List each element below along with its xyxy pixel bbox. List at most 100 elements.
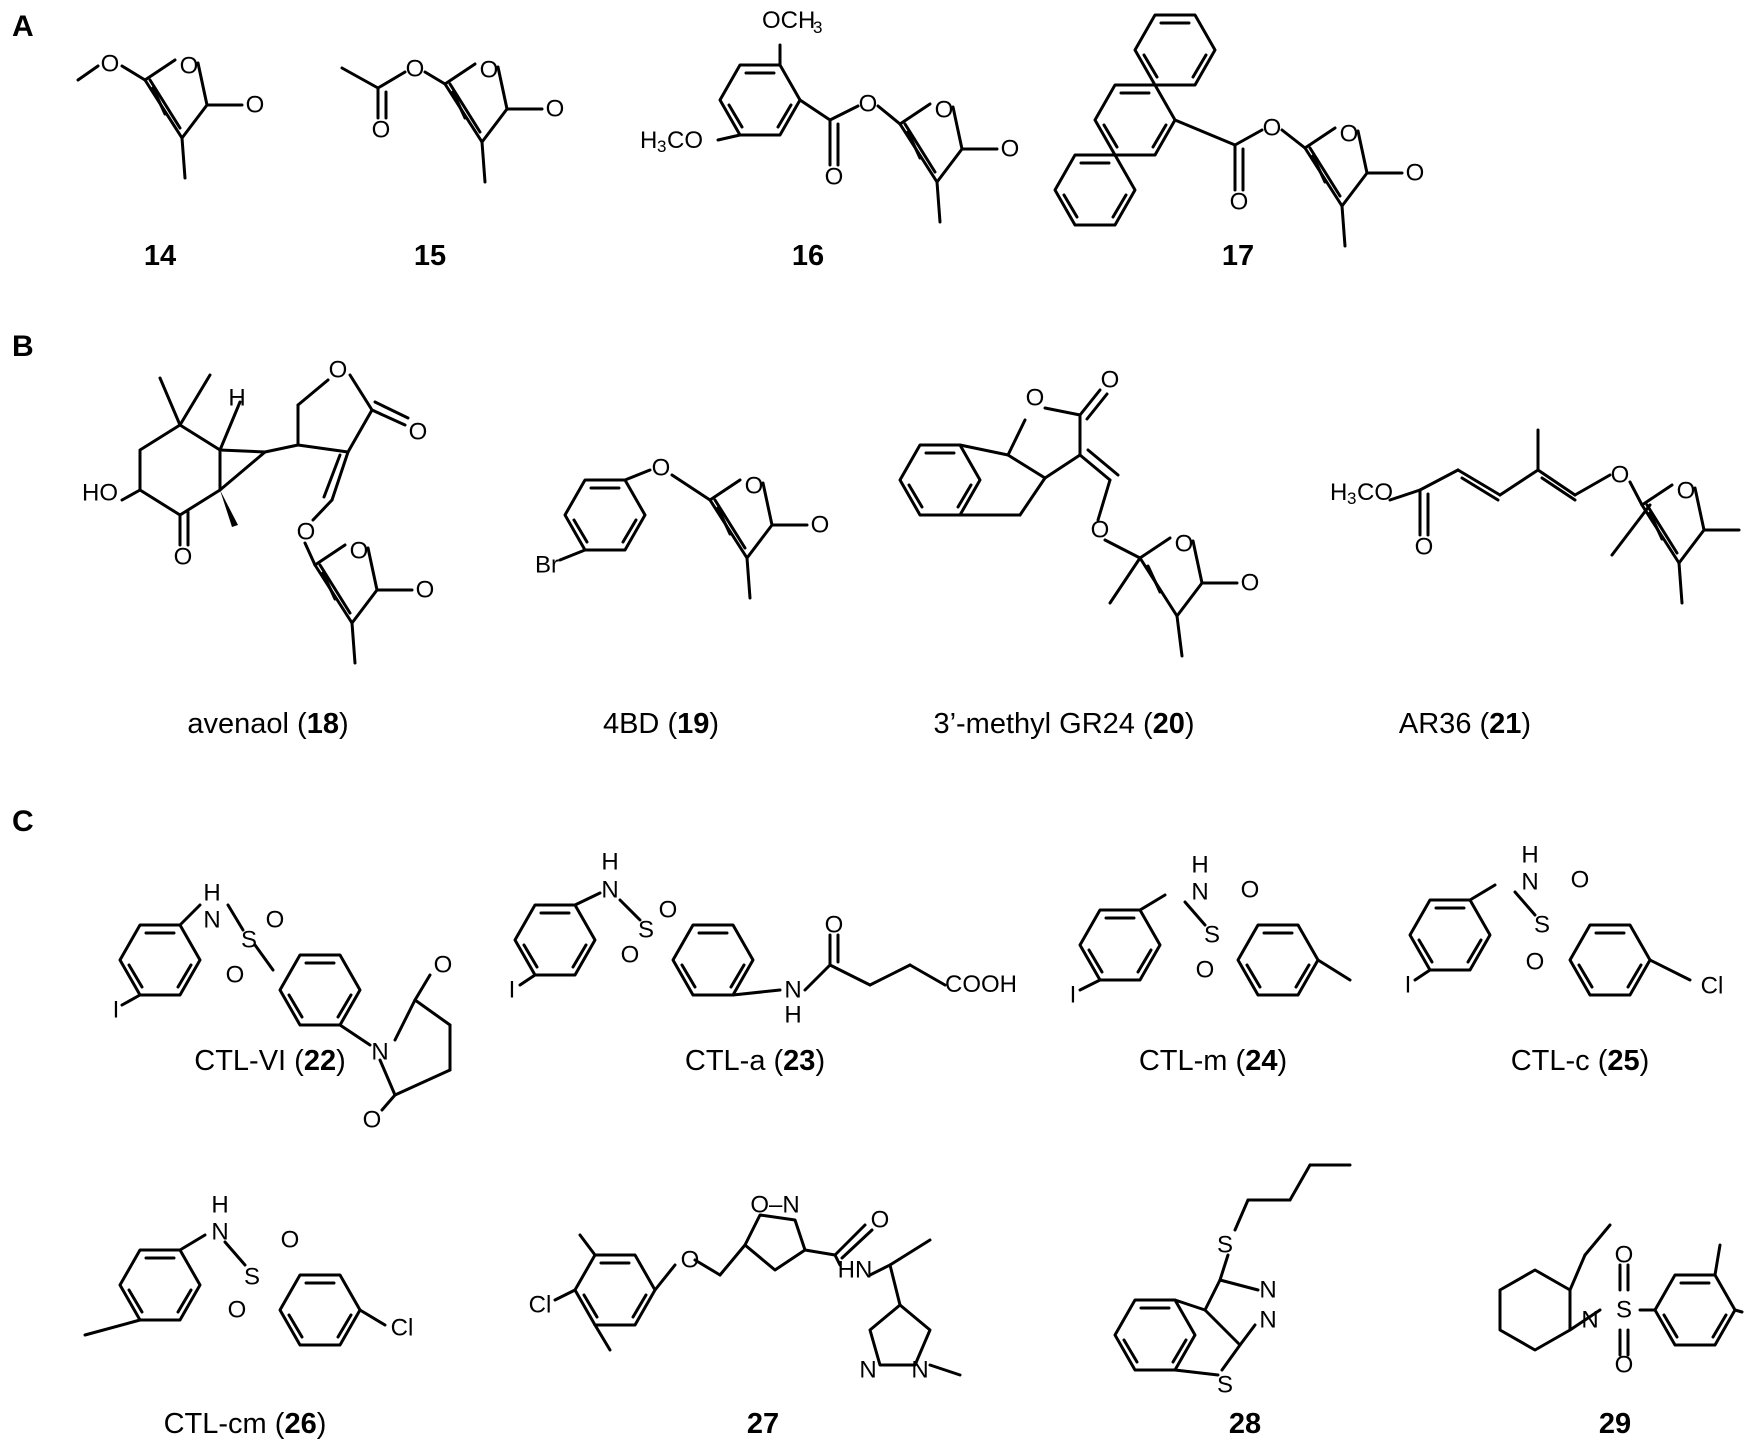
svg-text:O: O: [859, 91, 878, 118]
caption-16: 16: [791, 240, 825, 272]
svg-text:S: S: [1217, 1372, 1233, 1399]
svg-text:O: O: [1101, 367, 1120, 394]
compound-26-structure: H N S O O Cl: [83, 1192, 414, 1347]
svg-text:H: H: [203, 880, 220, 907]
svg-text:O: O: [1415, 534, 1434, 561]
caption-23: CTL-a (23): [684, 1045, 826, 1077]
compound-14-structure: O O O: [76, 51, 265, 180]
svg-text:Br: Br: [535, 552, 559, 579]
svg-text:O: O: [434, 952, 453, 979]
svg-text:O: O: [811, 512, 830, 539]
svg-text:O: O: [1001, 136, 1020, 163]
svg-text:O–N: O–N: [750, 1192, 799, 1219]
panel-label-a: A: [12, 10, 34, 43]
svg-text:O: O: [180, 53, 199, 80]
svg-text:O: O: [546, 96, 565, 123]
caption-27: 27: [746, 1408, 780, 1440]
compound-21-structure: H 3 CO O O O O: [1330, 428, 1741, 605]
svg-text:N: N: [1191, 879, 1208, 906]
compound-28-structure: S N N S: [1113, 1163, 1352, 1399]
svg-text:O: O: [1175, 531, 1194, 558]
svg-text:H: H: [601, 849, 618, 876]
panel-label-c: C: [12, 805, 34, 838]
compound-27-structure: O–N O Cl O HN N N: [529, 1192, 962, 1384]
svg-text:OCH: OCH: [762, 7, 815, 34]
svg-text:S: S: [1616, 1297, 1632, 1324]
svg-text:Cl: Cl: [529, 1292, 552, 1319]
compound-20-structure: O O O O O: [898, 367, 1260, 658]
compound-15-structure: O O O O: [340, 56, 565, 184]
compound-22-structure: H N S O O I N O O: [113, 880, 453, 1134]
svg-text:O: O: [416, 577, 435, 604]
svg-text:N: N: [1581, 1307, 1598, 1334]
svg-text:CO: CO: [1357, 479, 1393, 506]
svg-text:O: O: [409, 419, 428, 446]
svg-text:O: O: [228, 1297, 247, 1324]
compound-19-structure: O Br O O: [535, 455, 830, 600]
svg-text:N: N: [601, 877, 618, 904]
caption-25: CTL-c (25): [1510, 1045, 1650, 1077]
svg-text:O: O: [281, 1227, 300, 1254]
svg-text:I: I: [1070, 982, 1077, 1009]
svg-text:H: H: [1521, 842, 1538, 869]
svg-text:N: N: [371, 1039, 388, 1066]
svg-text:O: O: [1026, 385, 1045, 412]
svg-text:N: N: [211, 1219, 228, 1246]
svg-text:S: S: [1217, 1232, 1233, 1259]
svg-text:O: O: [825, 164, 844, 191]
svg-text:O: O: [1571, 867, 1590, 894]
svg-text:Cl: Cl: [391, 1315, 414, 1342]
svg-text:O: O: [406, 56, 425, 83]
svg-text:O: O: [1615, 1352, 1634, 1379]
caption-15: 15: [413, 240, 447, 272]
svg-text:HO: HO: [82, 480, 118, 507]
caption-28: 28: [1228, 1408, 1262, 1440]
svg-text:N: N: [1259, 1277, 1276, 1304]
svg-text:O: O: [1230, 189, 1249, 216]
svg-text:O: O: [1611, 462, 1630, 489]
caption-21: AR36 (21): [1398, 708, 1532, 740]
svg-text:O: O: [372, 117, 391, 144]
svg-text:O: O: [1406, 160, 1425, 187]
caption-29: 29: [1598, 1408, 1632, 1440]
svg-text:S: S: [244, 1264, 260, 1291]
svg-text:O: O: [935, 97, 954, 124]
svg-text:O: O: [871, 1207, 890, 1234]
svg-text:O: O: [329, 357, 348, 384]
svg-text:3: 3: [657, 137, 666, 156]
svg-text:3: 3: [1347, 489, 1356, 508]
svg-text:O: O: [1196, 957, 1215, 984]
caption-20: 3’-methyl GR24 (20): [933, 708, 1195, 740]
compound-23-structure: H N S O O I N H O COOH: [509, 849, 1017, 1029]
caption-14: 14: [143, 240, 177, 272]
svg-text:S: S: [1534, 912, 1550, 939]
svg-text:H: H: [1191, 852, 1208, 879]
compound-18-structure: H O O O HO O O O: [82, 357, 435, 665]
svg-text:O: O: [1340, 121, 1359, 148]
svg-text:S: S: [241, 927, 257, 954]
svg-text:H: H: [640, 127, 657, 154]
svg-text:O: O: [266, 907, 285, 934]
svg-text:O: O: [246, 92, 265, 119]
svg-text:O: O: [1615, 1242, 1634, 1269]
svg-text:O: O: [621, 942, 640, 969]
svg-text:I: I: [509, 977, 516, 1004]
svg-text:O: O: [363, 1107, 382, 1134]
svg-text:O: O: [1241, 570, 1260, 597]
svg-text:O: O: [1091, 517, 1110, 544]
compound-16-structure: OCH 3 H 3 CO O O O O: [640, 7, 1020, 224]
svg-text:I: I: [113, 997, 120, 1024]
svg-text:H: H: [784, 1002, 801, 1029]
svg-text:O: O: [101, 51, 120, 78]
svg-text:N: N: [859, 1357, 876, 1384]
svg-text:H: H: [211, 1192, 228, 1219]
svg-text:O: O: [825, 912, 844, 939]
svg-text:I: I: [1405, 972, 1412, 999]
caption-24: CTL-m (24): [1138, 1045, 1288, 1077]
svg-text:O: O: [350, 538, 369, 565]
svg-text:O: O: [652, 455, 671, 482]
svg-text:S: S: [1204, 922, 1220, 949]
svg-text:N: N: [911, 1357, 928, 1384]
compound-29-structure: N S O O: [1498, 1223, 1744, 1379]
svg-text:O: O: [659, 897, 678, 924]
